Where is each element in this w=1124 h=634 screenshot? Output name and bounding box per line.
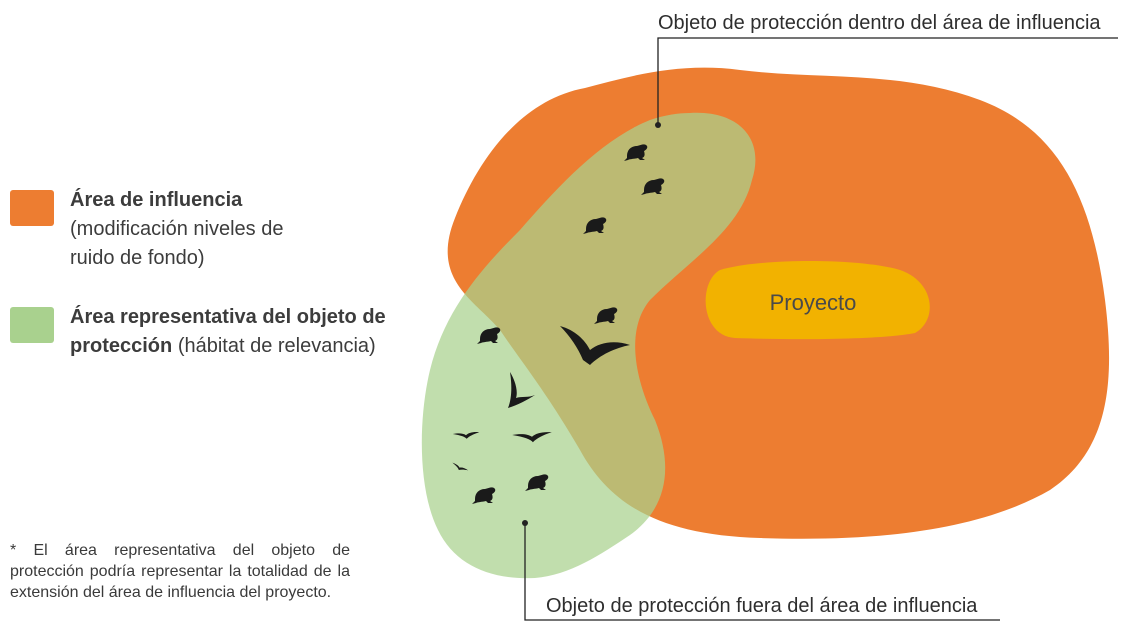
habitat-area-swatch	[10, 307, 54, 343]
legend-detail-habitat-area: (hábitat de relevancia)	[177, 335, 376, 357]
project-label: Proyecto	[770, 290, 857, 315]
callout-outside-label: Objeto de protección fuera del área de i…	[546, 595, 978, 617]
bird-icon	[508, 372, 535, 408]
callout-outside-line	[522, 520, 1000, 621]
influence-area-swatch	[10, 190, 54, 226]
bird-icon	[560, 326, 630, 365]
footnote: * El área representativa del objeto de p…	[10, 542, 350, 601]
legend-title-influence-area: Área de influencia	[70, 189, 243, 211]
callout-inside-line	[655, 37, 1118, 128]
callout-inside-label: Objeto de protección dentro del área de …	[658, 12, 1101, 34]
legend-detail-influence-area: (modificación niveles de ruido de fondo)	[70, 218, 284, 269]
project-area	[705, 261, 930, 340]
legend-title-habitat-area: Área representativa del objeto de protec…	[70, 306, 386, 357]
habitat-area	[421, 112, 756, 579]
